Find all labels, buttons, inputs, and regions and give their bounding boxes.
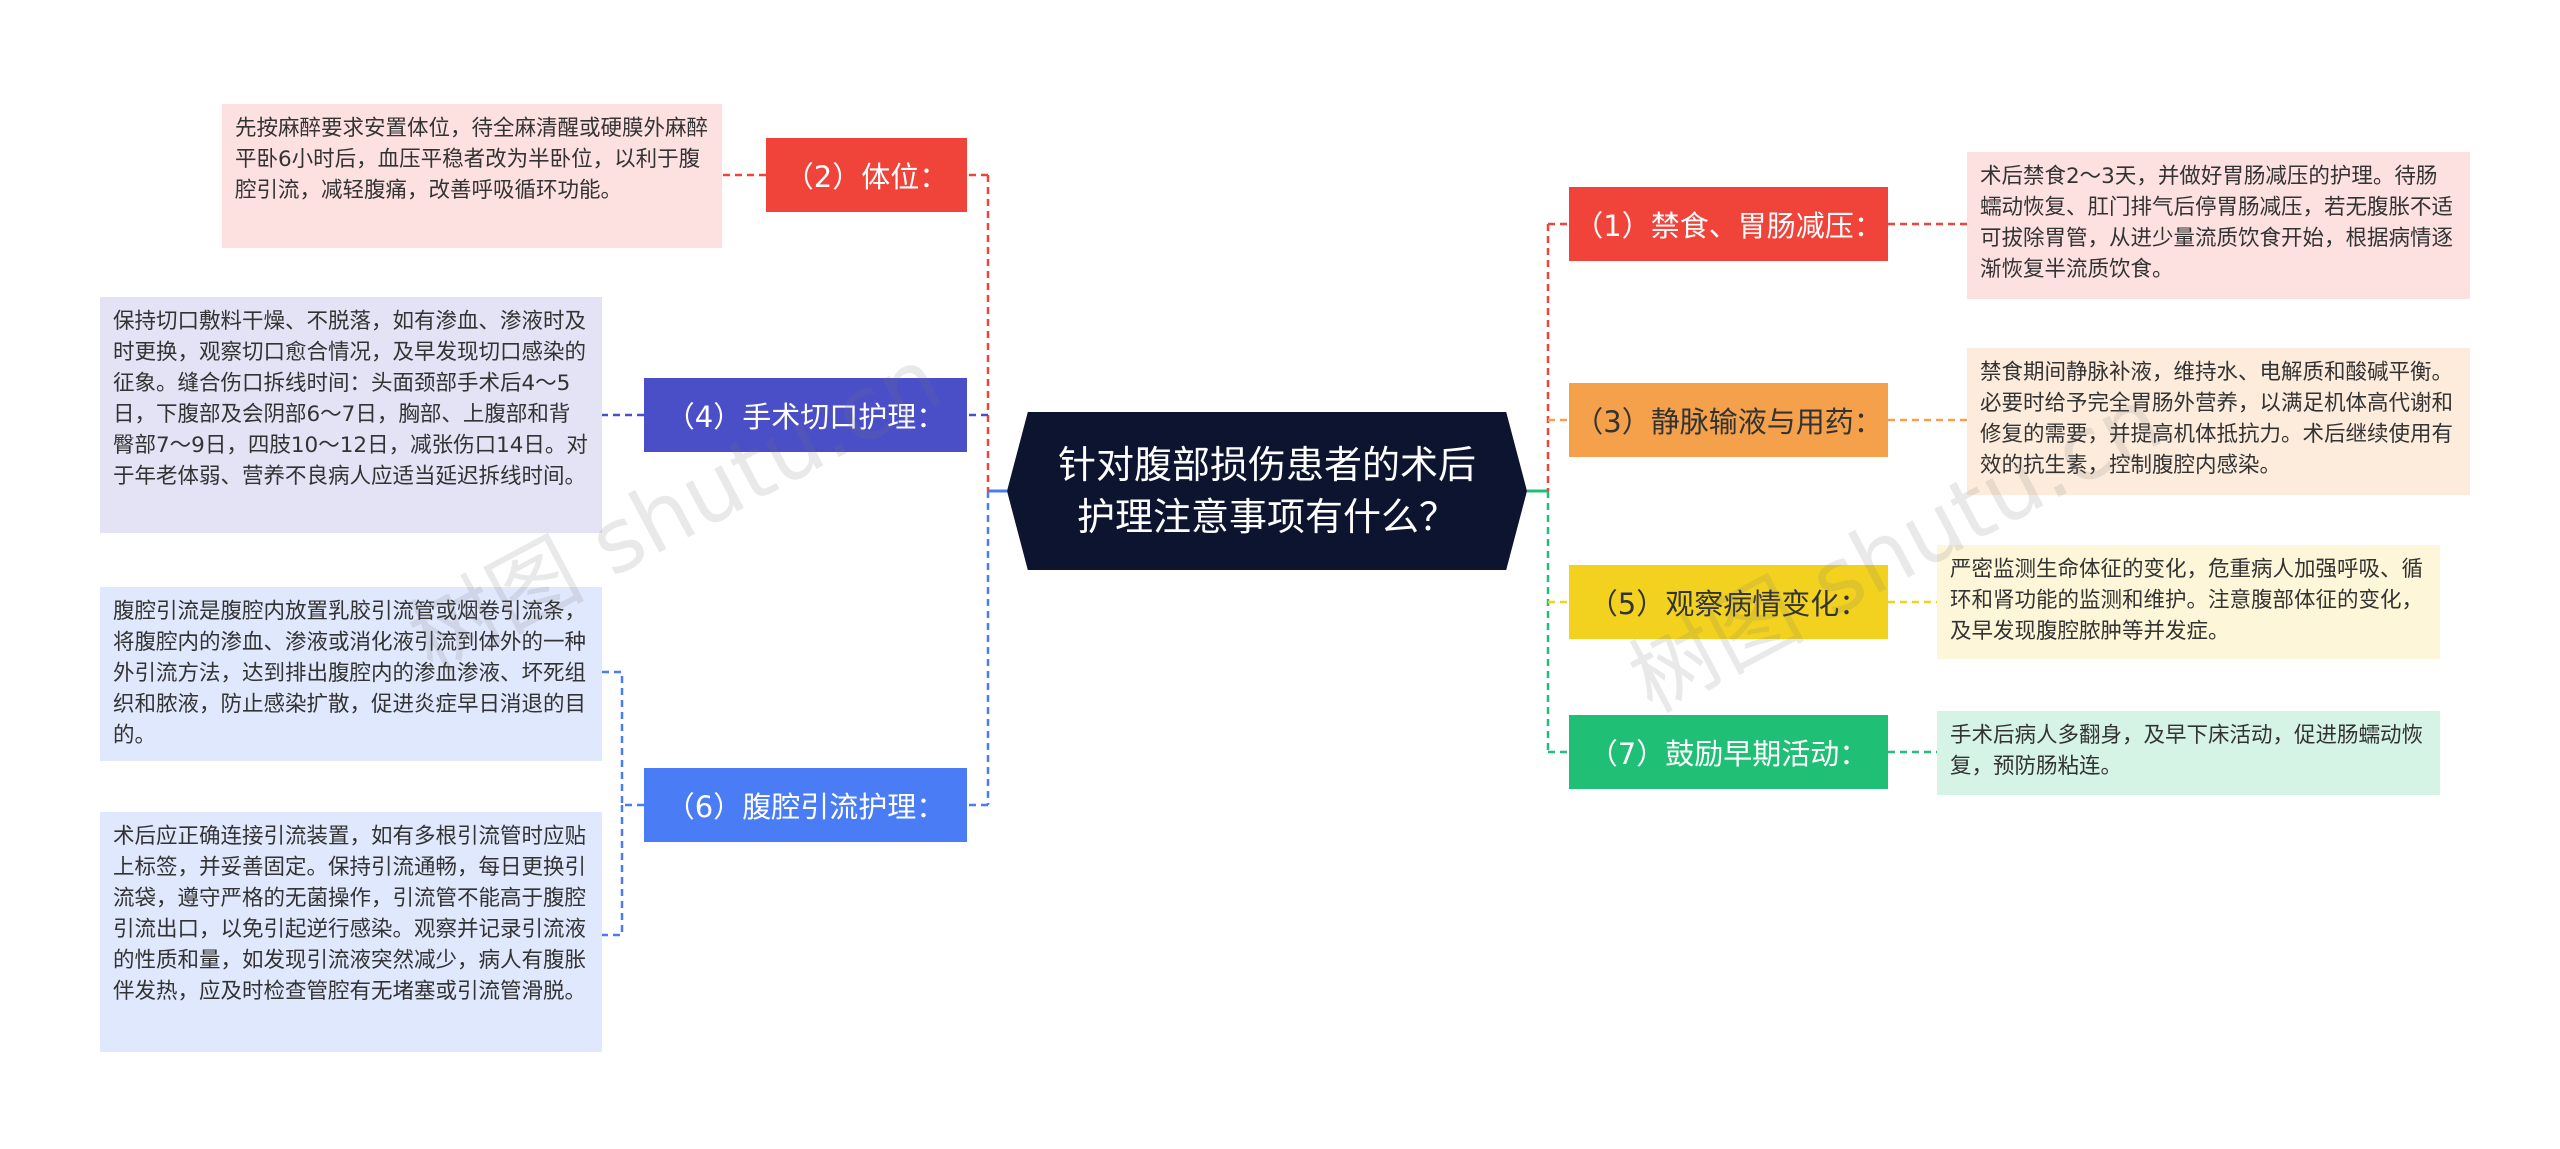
leaf-fasting-detail: 术后禁食2～3天，并做好胃肠减压的护理。待肠蠕动恢复、肛门排气后停胃肠减压，若无… <box>1967 152 2470 299</box>
leaf-drainage-care: 术后应正确连接引流装置，如有多根引流管时应贴上标签，并妥善固定。保持引流通畅，每… <box>100 812 602 1052</box>
branch-label: （5）观察病情变化： <box>1588 587 1869 621</box>
leaf-activity-detail: 手术后病人多翻身，及早下床活动，促进肠蠕动恢复，预防肠粘连。 <box>1937 711 2440 795</box>
branch-incision-care[interactable]: （4）手术切口护理： <box>644 378 967 452</box>
branch-label: （1）禁食、胃肠减压： <box>1574 209 1883 243</box>
branch-iv-fluids-medication[interactable]: （3）静脉输液与用药： <box>1569 383 1888 457</box>
leaf-incision-detail: 保持切口敷料干燥、不脱落，如有渗血、渗液时及时更换，观察切口愈合情况，及早发现切… <box>100 297 602 533</box>
branch-observe-condition[interactable]: （5）观察病情变化： <box>1569 565 1888 639</box>
branch-label: （7）鼓励早期活动： <box>1588 737 1869 771</box>
leaf-position-detail: 先按麻醉要求安置体位，待全麻清醒或硬膜外麻醉平卧6小时后，血压平稳者改为半卧位，… <box>222 104 722 248</box>
central-topic[interactable]: 针对腹部损伤患者的术后护理注意事项有什么？ <box>1007 412 1527 570</box>
leaf-observe-detail: 严密监测生命体征的变化，危重病人加强呼吸、循环和肾功能的监测和维护。注意腹部体征… <box>1937 545 2440 659</box>
branch-label: （3）静脉输液与用药： <box>1574 405 1883 439</box>
branch-label: （6）腹腔引流护理： <box>665 790 946 824</box>
branch-abdominal-drainage[interactable]: （6）腹腔引流护理： <box>644 768 967 842</box>
branch-fasting-gastric-decompression[interactable]: （1）禁食、胃肠减压： <box>1569 187 1888 261</box>
branch-label: （4）手术切口护理： <box>665 400 946 434</box>
leaf-iv-detail: 禁食期间静脉补液，维持水、电解质和酸碱平衡。必要时给予完全胃肠外营养，以满足机体… <box>1967 348 2470 495</box>
branch-early-activity[interactable]: （7）鼓励早期活动： <box>1569 715 1888 789</box>
central-topic-title: 针对腹部损伤患者的术后护理注意事项有什么？ <box>1057 443 1476 539</box>
leaf-drainage-definition: 腹腔引流是腹腔内放置乳胶引流管或烟卷引流条，将腹腔内的渗血、渗液或消化液引流到体… <box>100 587 602 761</box>
branch-label: （2）体位： <box>784 160 949 194</box>
branch-body-position[interactable]: （2）体位： <box>766 138 967 212</box>
